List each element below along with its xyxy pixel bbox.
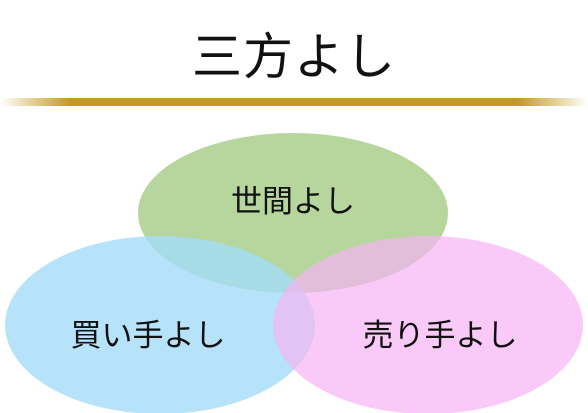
slide-title: 三方よし — [192, 28, 396, 86]
label-kaite: 買い手よし — [71, 318, 226, 354]
label-seken: 世間よし — [231, 184, 355, 220]
circle-urite — [273, 236, 583, 413]
circle-kaite — [5, 236, 315, 413]
label-urite: 売り手よし — [363, 318, 518, 354]
title-underline — [0, 98, 588, 106]
